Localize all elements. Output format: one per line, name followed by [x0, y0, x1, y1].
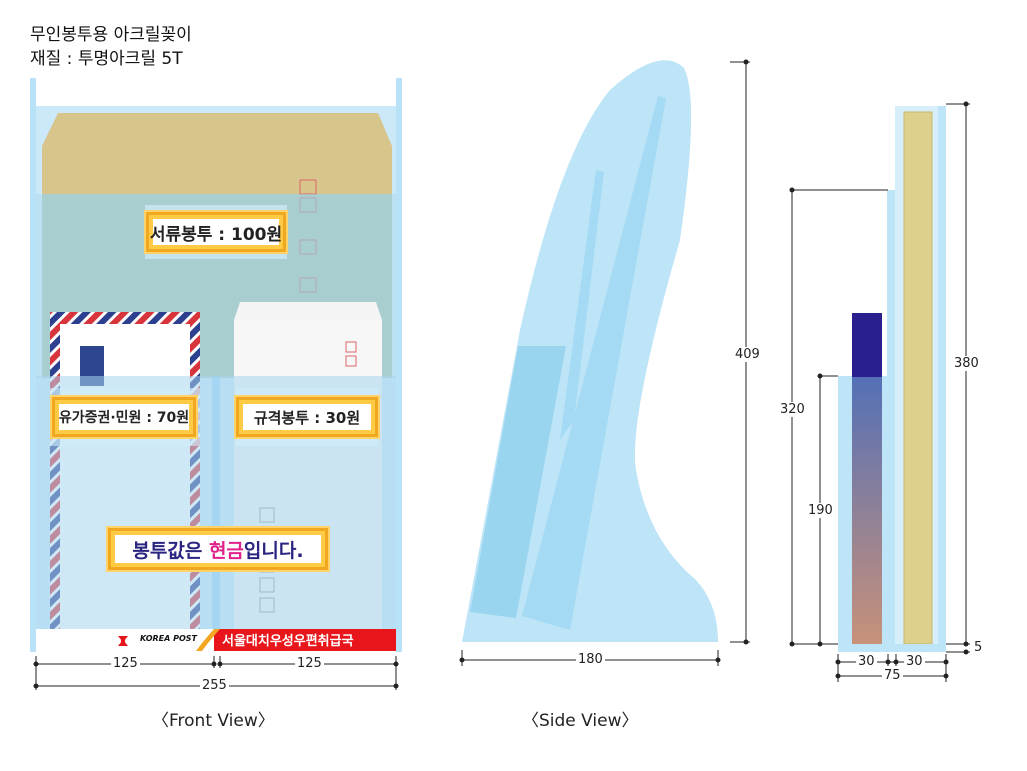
label-document-envelope-text: 서류봉투 : 100원	[149, 224, 283, 245]
section-navy-block	[852, 313, 882, 377]
banner-text: 서울대치우성우편취급국	[222, 634, 354, 649]
section-dim-380: 380	[952, 356, 981, 371]
cash-notice-highlight: 현금	[208, 539, 244, 562]
section-dim-320: 320	[778, 402, 807, 417]
front-lower-divider	[212, 376, 220, 630]
front-dim-left: 125	[111, 656, 140, 671]
korea-post-logo-icon	[118, 629, 220, 651]
cash-notice-post: 입니다.	[243, 539, 304, 562]
cash-notice-pre: 봉투값은	[132, 539, 209, 562]
cash-notice: 봉투값은 현금입니다.	[106, 526, 330, 572]
front-dim-total: 255	[200, 678, 229, 693]
side-dim-width: 180	[576, 652, 605, 667]
section-back-plate	[938, 106, 946, 644]
front-left-rail	[30, 78, 36, 652]
front-view	[30, 78, 402, 690]
section-kraft-envelope	[903, 111, 933, 645]
section-view	[789, 101, 970, 682]
side-mid-plate	[560, 170, 604, 440]
label-document-envelope: 서류봉투 : 100원	[144, 210, 288, 254]
label-standard-envelope-text: 규격봉투 : 30원	[253, 408, 361, 427]
section-base	[838, 644, 946, 652]
section-dim-5: 5	[972, 640, 985, 655]
label-standard-envelope: 규격봉투 : 30원	[234, 395, 380, 439]
front-dim-right: 125	[295, 656, 324, 671]
section-gradient-block	[852, 377, 882, 644]
section-dim-30a: 30	[856, 654, 877, 669]
banner-brand: KOREA POST	[140, 634, 197, 643]
side-dim-height: 409	[733, 347, 762, 362]
banner-white	[36, 629, 222, 651]
section-dimensions	[789, 101, 970, 682]
section-front-plate	[838, 376, 848, 644]
label-securities: 유가증권·민원 : 70원	[50, 395, 198, 439]
section-dim-75: 75	[882, 668, 903, 683]
cash-notice-text: 봉투값은 현금입니다.	[132, 536, 303, 563]
section-dim-30b: 30	[904, 654, 925, 669]
front-right-rail	[396, 78, 402, 652]
section-pocket-wall	[887, 190, 895, 644]
side-view	[459, 59, 750, 666]
label-securities-text: 유가증권·민원 : 70원	[58, 410, 190, 426]
side-caption: 〈Side View〉	[522, 711, 639, 731]
side-front-plate	[470, 346, 566, 618]
section-dim-190: 190	[806, 503, 835, 518]
banner-red	[214, 629, 396, 651]
side-back-plate	[522, 96, 666, 630]
front-caption: 〈Front View〉	[152, 711, 275, 731]
title-line-1: 무인봉투용 아크릴꽂이	[30, 25, 192, 45]
title-line-2: 재질 : 투명아크릴 5T	[30, 49, 183, 69]
